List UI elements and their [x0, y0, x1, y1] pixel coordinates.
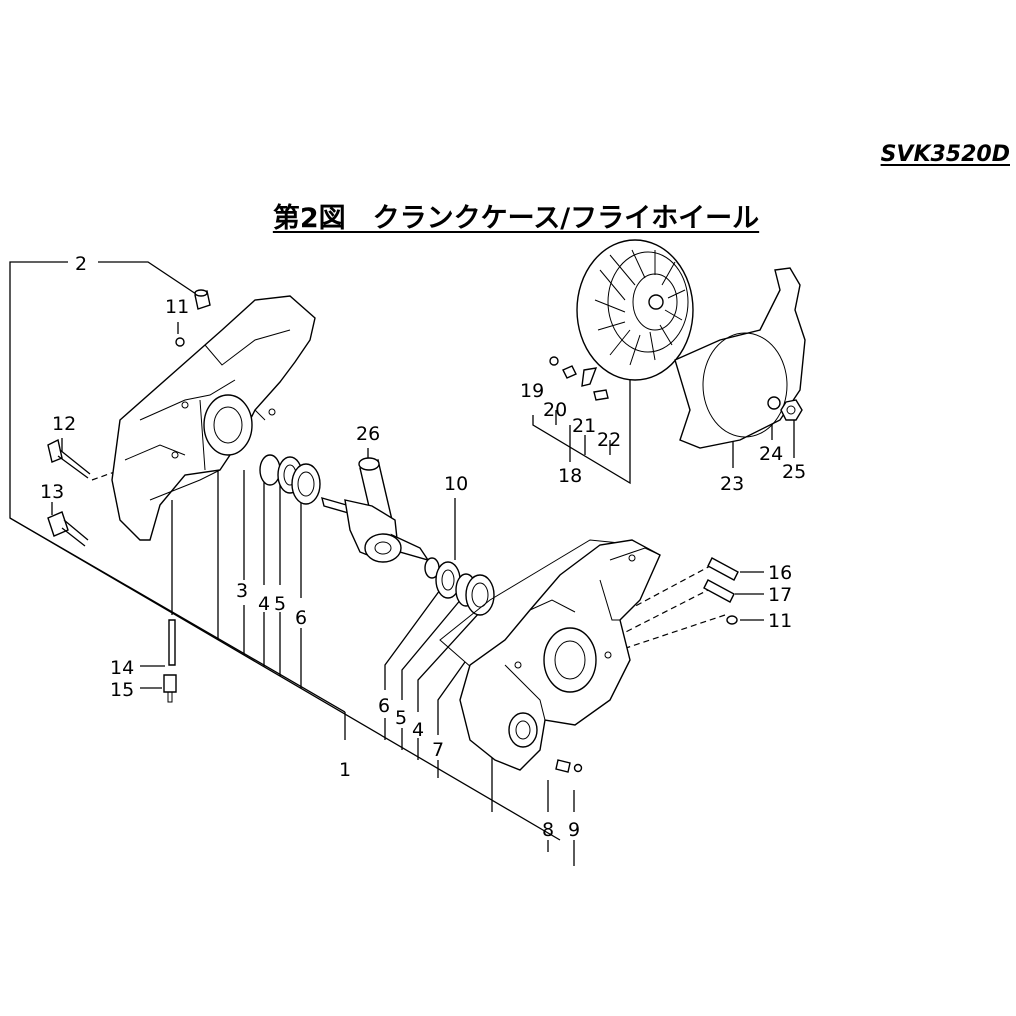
part-16-17-bolts	[703, 557, 739, 625]
callout-16: 16	[768, 562, 792, 584]
callout-3: 3	[236, 580, 248, 602]
leader-18-bracket	[532, 340, 631, 485]
part-23-fan-cover	[674, 267, 806, 449]
callout-13: 13	[40, 481, 64, 503]
callout-22: 22	[597, 429, 621, 451]
callout-9: 9	[568, 819, 580, 841]
callout-10: 10	[444, 473, 468, 495]
callout-20: 20	[543, 399, 567, 421]
callout-25: 25	[782, 461, 806, 483]
part-14-15-pin	[163, 619, 177, 703]
callout-5-left: 5	[274, 593, 286, 615]
assembly-line-17	[609, 587, 713, 641]
leader-1-baseline	[9, 517, 346, 713]
callout-18: 18	[558, 465, 582, 487]
leader-6-right	[384, 589, 441, 690]
callout-6-right: 6	[378, 695, 390, 717]
callout-11-right: 11	[768, 610, 792, 632]
leader-2-bracket	[9, 261, 561, 841]
flywheel	[576, 239, 694, 381]
callout-7: 7	[432, 739, 444, 761]
callout-6-left: 6	[295, 607, 307, 629]
crankcase-left-half	[111, 295, 316, 541]
callout-23: 23	[720, 473, 744, 495]
model-code: SVK3520D	[880, 142, 1010, 167]
leader-lines	[9, 261, 795, 866]
callout-26: 26	[356, 423, 380, 445]
part-25-nut	[780, 399, 803, 421]
crankcase-right-half	[459, 539, 661, 771]
callout-4-right: 4	[412, 719, 424, 741]
callout-14: 14	[110, 657, 134, 679]
callout-19: 19	[520, 380, 544, 402]
leader-7	[437, 661, 466, 735]
callout-4-left: 4	[258, 593, 270, 615]
callout-24: 24	[759, 443, 783, 465]
callout-15: 15	[110, 679, 134, 701]
callout-17: 17	[768, 584, 792, 606]
callouts: 2 11 12 13 26 10 3 4 5 6 14 15 6 5 4 7 1…	[40, 253, 806, 841]
flywheel-hardware	[549, 356, 609, 401]
callout-1: 1	[339, 759, 351, 781]
callout-11-left: 11	[165, 296, 189, 318]
right-bearing-stack	[424, 557, 495, 616]
callout-12: 12	[52, 413, 76, 435]
part-13-bolt	[47, 511, 89, 547]
callout-8: 8	[542, 819, 554, 841]
part-8-9-pin	[555, 759, 583, 773]
leader-5-right	[401, 597, 463, 700]
crankshaft-assembly	[321, 457, 430, 563]
left-bearing-stack	[259, 454, 321, 505]
figure-title: 第2図 クランクケース/フライホイール	[272, 203, 760, 234]
callout-5-right: 5	[395, 707, 407, 729]
leader-2-right	[98, 261, 206, 301]
callout-21: 21	[572, 415, 596, 437]
callout-2: 2	[75, 253, 87, 275]
part-12-bolt	[47, 438, 91, 479]
leader-4-right	[417, 611, 481, 712]
part-11-bushing	[175, 289, 211, 347]
